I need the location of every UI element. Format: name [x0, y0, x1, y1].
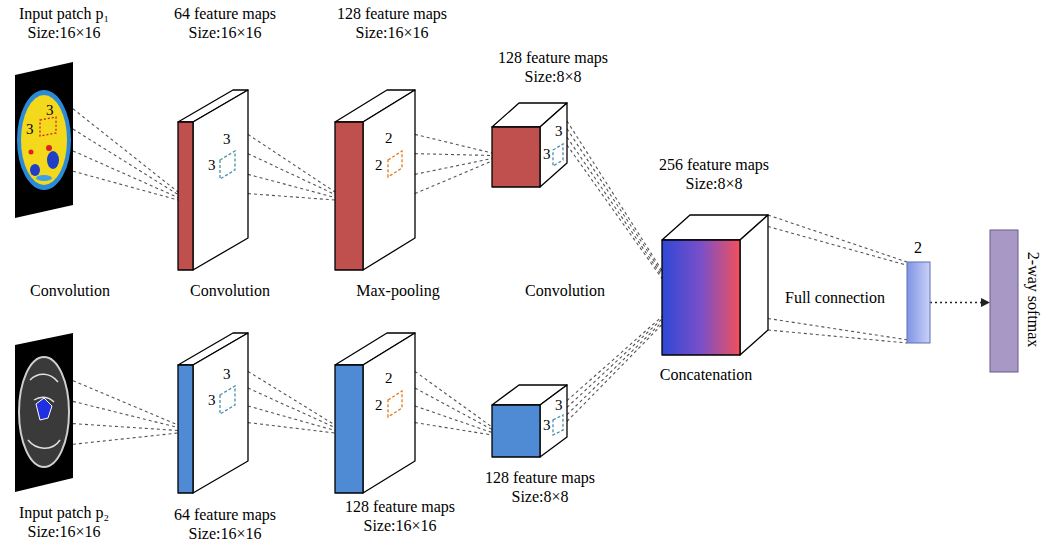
kernel-size: 3 [555, 398, 563, 413]
kernel-size: 3 [208, 158, 216, 173]
receptive-field-fan [415, 371, 492, 435]
receptive-field-fan [248, 371, 335, 433]
layer-caption: 2 [914, 238, 922, 257]
cuboid-shape [492, 103, 567, 187]
cuboid-shape [178, 333, 248, 493]
feature-map-block: 64 feature maps Size:16×16 [178, 333, 248, 493]
feature-map-block: 128 feature maps Size:16×16 [335, 333, 415, 493]
layer-caption: 128 feature maps Size:16×16 [340, 497, 460, 535]
layer-type-label: Convolution [525, 281, 605, 300]
layer-caption: Input patch p₁ Size:16×16 [4, 4, 124, 42]
receptive-field-fan [567, 121, 662, 279]
kernel-size: 3 [543, 147, 551, 162]
feature-map-block: 64 feature maps Size:16×16 [178, 90, 248, 270]
mri-patch-gray [15, 333, 73, 492]
layer-caption: 2-way softmax [1024, 252, 1043, 348]
kernel-size: 3 [555, 124, 563, 139]
receptive-field-fan [73, 109, 178, 200]
feature-map-block: 128 feature maps Size:8×8 [492, 385, 567, 457]
layer-shape [907, 262, 930, 343]
layer-caption: Input patch p₂ Size:16×16 [4, 503, 124, 541]
cuboid-shape [492, 385, 567, 457]
layer-shape [990, 230, 1018, 372]
flow-arrow [930, 298, 990, 307]
feature-map-block: 128 feature maps Size:16×16 [335, 90, 415, 270]
concatenation-block: 256 feature maps Size:8×8Concatenation [662, 215, 768, 355]
layer-type-label: Full connection [785, 288, 885, 307]
receptive-field-fan [415, 134, 492, 193]
mri-patch-color [15, 62, 73, 218]
layer-caption: 128 feature maps Size:8×8 [493, 48, 613, 86]
kernel-size: 3 [46, 103, 54, 118]
softmax-layer: 2-way softmax [990, 230, 1018, 372]
feature-map-block: 128 feature maps Size:8×8 [492, 103, 567, 187]
cuboid-shape [662, 215, 768, 355]
cuboid-shape [335, 333, 415, 493]
layer-type-label: Convolution [30, 281, 110, 300]
cuboid-shape [178, 90, 248, 270]
input-patch: Input patch p₁ Size:16×16 [15, 62, 73, 218]
kernel-size: 2 [385, 371, 393, 386]
receptive-field-fan [768, 215, 907, 343]
layer-name: Concatenation [660, 365, 752, 384]
kernel-size: 3 [543, 418, 551, 433]
kernel-size: 3 [26, 122, 34, 137]
layer-caption: 128 feature maps Size:16×16 [332, 4, 452, 42]
receptive-field-fan [248, 134, 335, 200]
input-patch: Input patch p₂ Size:16×16 [15, 333, 73, 492]
cuboid-shape [335, 90, 415, 270]
fully-connected-layer: 2 [907, 262, 930, 343]
layer-caption: 64 feature maps Size:16×16 [165, 4, 285, 42]
kernel-size: 3 [223, 367, 231, 382]
receptive-field-fan [567, 317, 662, 422]
kernel-size: 3 [223, 132, 231, 147]
kernel-size: 2 [385, 131, 393, 146]
kernel-size: 2 [375, 158, 383, 173]
layer-caption: 128 feature maps Size:8×8 [480, 468, 600, 506]
kernel-size: 3 [208, 393, 216, 408]
kernel-size: 2 [375, 398, 383, 413]
layer-caption: 64 feature maps Size:16×16 [165, 505, 285, 543]
layer-type-label: Max-pooling [356, 281, 440, 300]
layer-caption: 256 feature maps Size:8×8 [654, 155, 774, 193]
receptive-field-fan [73, 381, 178, 445]
layer-type-label: Convolution [190, 281, 270, 300]
